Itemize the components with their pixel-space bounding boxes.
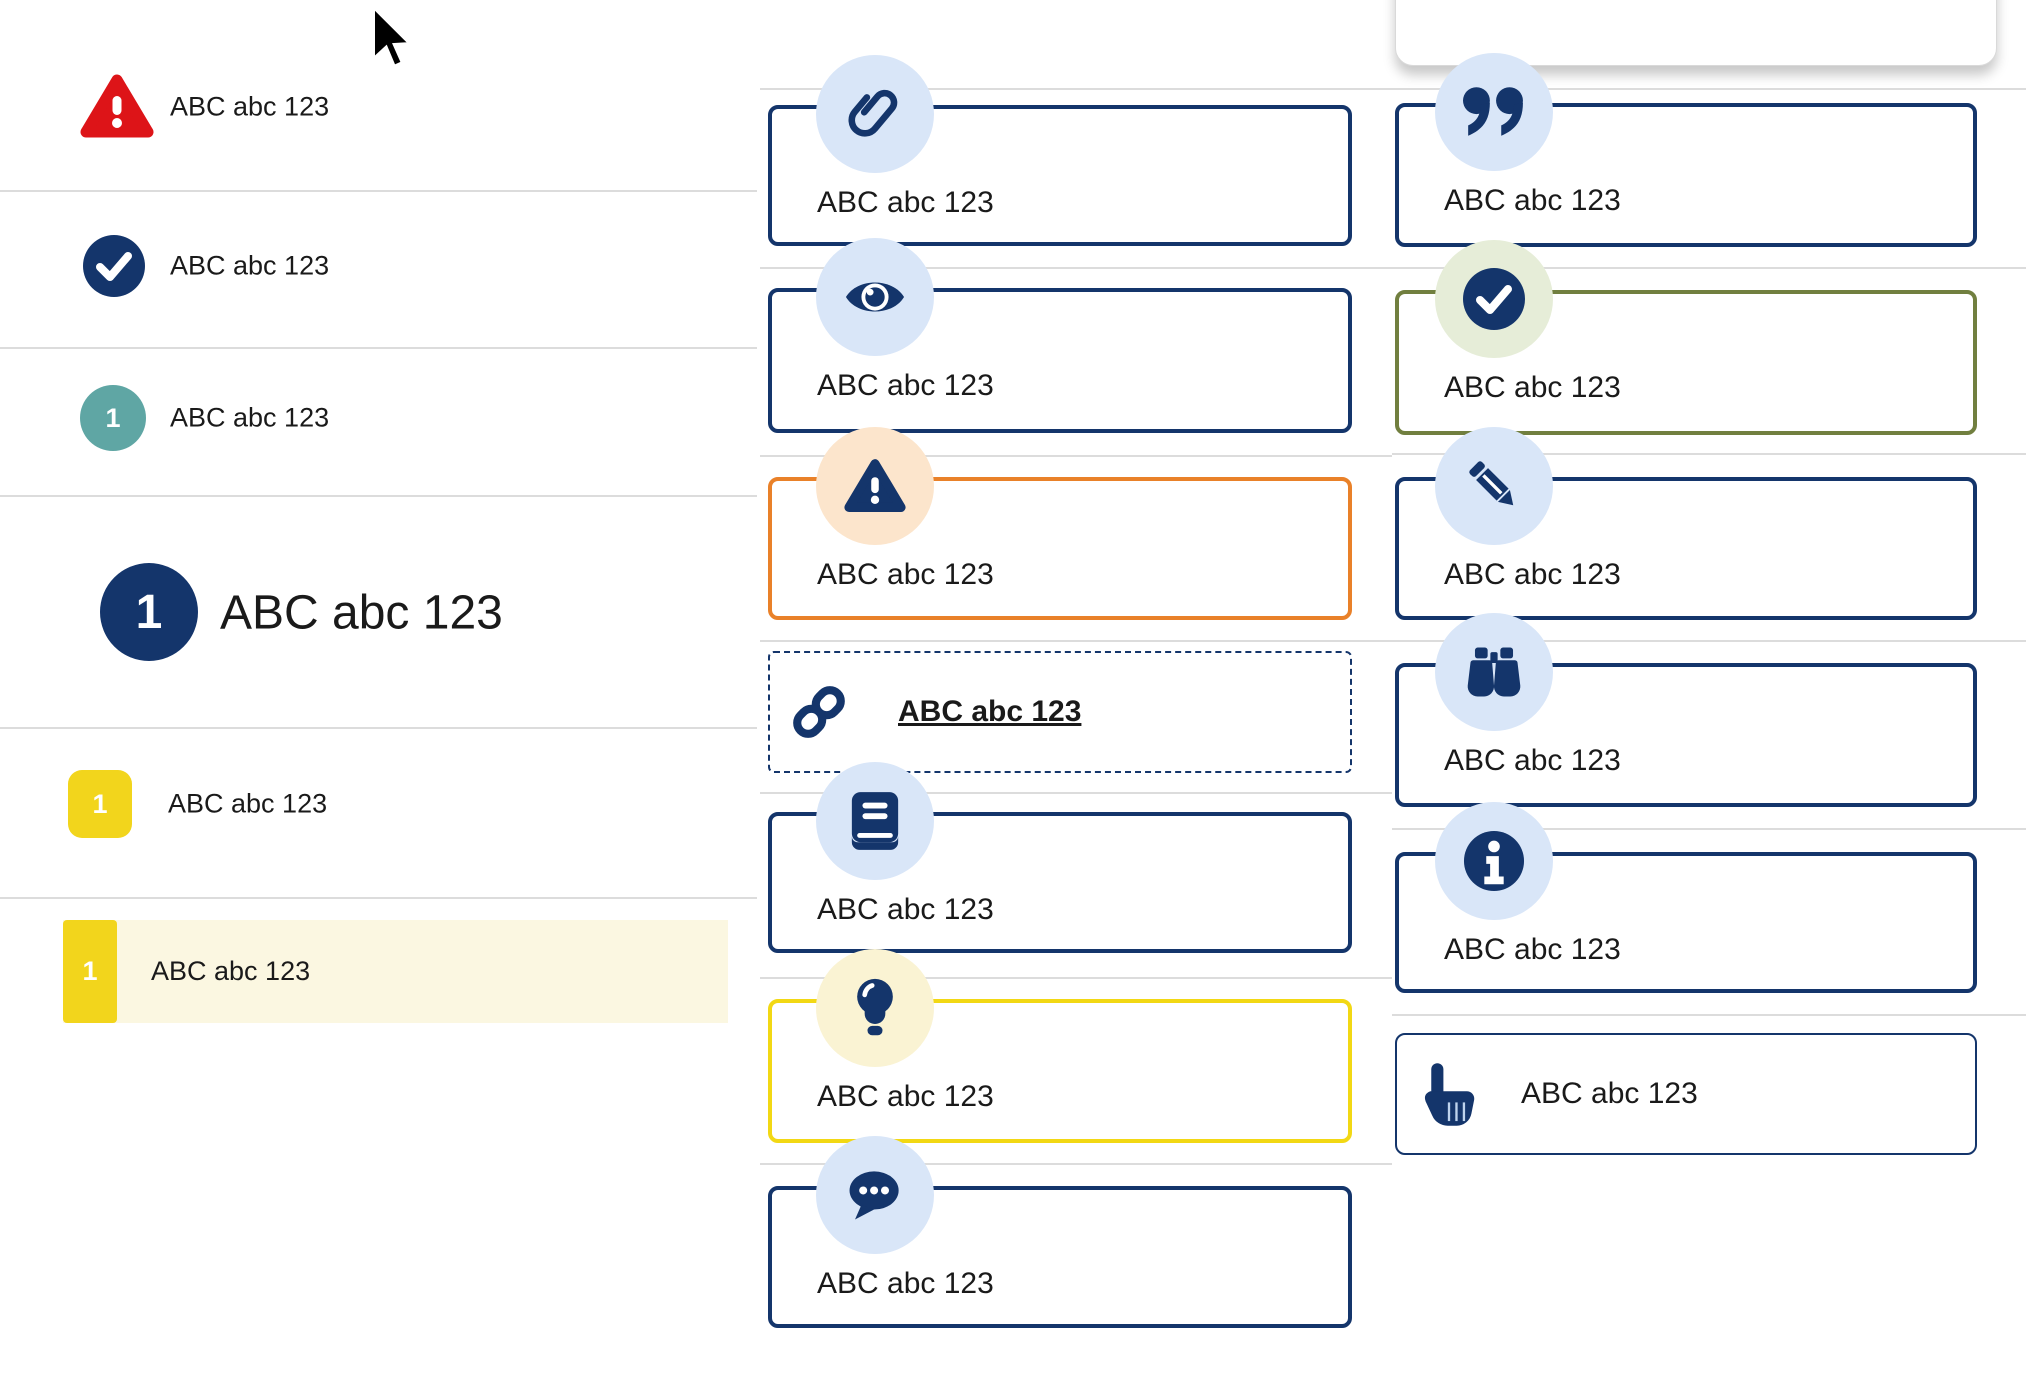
warning-triangle-icon — [80, 74, 154, 139]
callout-success: ABC abc 123 — [1395, 240, 1977, 435]
quote-icon — [1435, 53, 1553, 171]
callout-label: ABC abc 123 — [1444, 933, 1621, 966]
list-item: ABC abc 123 — [0, 0, 757, 190]
divider — [0, 495, 757, 497]
navy-number-badge-large: 1 — [100, 563, 198, 661]
divider — [1392, 453, 2026, 455]
badge-number: 1 — [92, 788, 108, 819]
teal-number-badge: 1 — [80, 385, 146, 451]
heading-label: ABC abc 123 — [220, 586, 503, 640]
callout-action: ABC abc 123 — [1395, 1033, 1977, 1155]
hand-point-up-icon — [1421, 1061, 1477, 1127]
divider — [760, 977, 1392, 979]
divider — [760, 267, 1392, 269]
divider — [760, 88, 1392, 90]
callout-label: ABC abc 123 — [817, 369, 994, 402]
pencil-icon — [1435, 427, 1553, 545]
callout-label: ABC abc 123 — [1444, 371, 1621, 404]
callout-reference: ABC abc 123 — [768, 762, 1352, 953]
lightbulb-icon — [816, 949, 934, 1067]
badge-number: 1 — [82, 956, 98, 986]
list-item-label: ABC abc 123 — [170, 250, 330, 281]
divider — [760, 455, 1392, 457]
callout-label: ABC abc 123 — [817, 893, 994, 926]
mouse-cursor-arrow — [367, 4, 415, 76]
divider — [760, 792, 1392, 794]
callout-discussion: ABC abc 123 — [768, 1136, 1352, 1328]
divider — [1392, 828, 2026, 830]
yellow-number-badge: 1 — [68, 770, 132, 838]
divider — [1392, 1014, 2026, 1016]
divider — [0, 727, 757, 729]
callout-label: ABC abc 123 — [1444, 184, 1621, 217]
check-circle-icon — [1435, 240, 1553, 358]
callout-edit: ABC abc 123 — [1395, 427, 1977, 620]
callout-info: ABC abc 123 — [1395, 802, 1977, 993]
binoculars-icon — [1435, 613, 1553, 731]
check-circle-icon — [82, 234, 146, 298]
list-item-label: ABC abc 123 — [170, 402, 330, 433]
yellow-number-badge: 1 — [63, 920, 117, 1023]
highlighted-list-item[interactable]: 1 ABC abc 123 — [63, 920, 728, 1023]
divider — [1392, 640, 2026, 642]
callout-attachment: ABC abc 123 — [768, 55, 1352, 246]
callout-label: ABC abc 123 — [817, 558, 994, 591]
badge-number: 1 — [105, 402, 121, 433]
callout-link[interactable]: ABC abc 123 — [768, 651, 1352, 773]
callout-label: ABC abc 123 — [1444, 744, 1621, 777]
book-icon — [816, 762, 934, 880]
divider — [0, 190, 757, 192]
callout-warning: ABC abc 123 — [768, 427, 1352, 620]
divider — [760, 640, 1392, 642]
list-item-label: ABC abc 123 — [151, 956, 311, 986]
badge-number: 1 — [135, 585, 163, 639]
chat-bubble-icon — [816, 1136, 934, 1254]
list-item-label: ABC abc 123 — [170, 91, 330, 122]
divider — [0, 897, 757, 899]
callout-preview: ABC abc 123 — [768, 238, 1352, 433]
callout-quote: ABC abc 123 — [1395, 53, 1977, 247]
divider — [760, 1163, 1392, 1165]
callout-label: ABC abc 123 — [1521, 1077, 1698, 1110]
list-item-label: ABC abc 123 — [168, 788, 328, 819]
callout-explore: ABC abc 123 — [1395, 613, 1977, 807]
link-icon — [790, 683, 848, 741]
divider — [1392, 88, 2026, 90]
divider — [1392, 267, 2026, 269]
callout-label: ABC abc 123 — [817, 1080, 994, 1113]
callout-label: ABC abc 123 — [817, 1267, 994, 1300]
info-icon — [1435, 802, 1553, 920]
paperclip-icon — [816, 55, 934, 173]
eye-icon — [816, 238, 934, 356]
callout-label: ABC abc 123 — [817, 186, 994, 219]
warning-triangle-icon — [816, 427, 934, 545]
divider — [0, 347, 757, 349]
callout-tip: ABC abc 123 — [768, 949, 1352, 1143]
callout-link-text[interactable]: ABC abc 123 — [898, 695, 1082, 728]
callout-label: ABC abc 123 — [1444, 558, 1621, 591]
